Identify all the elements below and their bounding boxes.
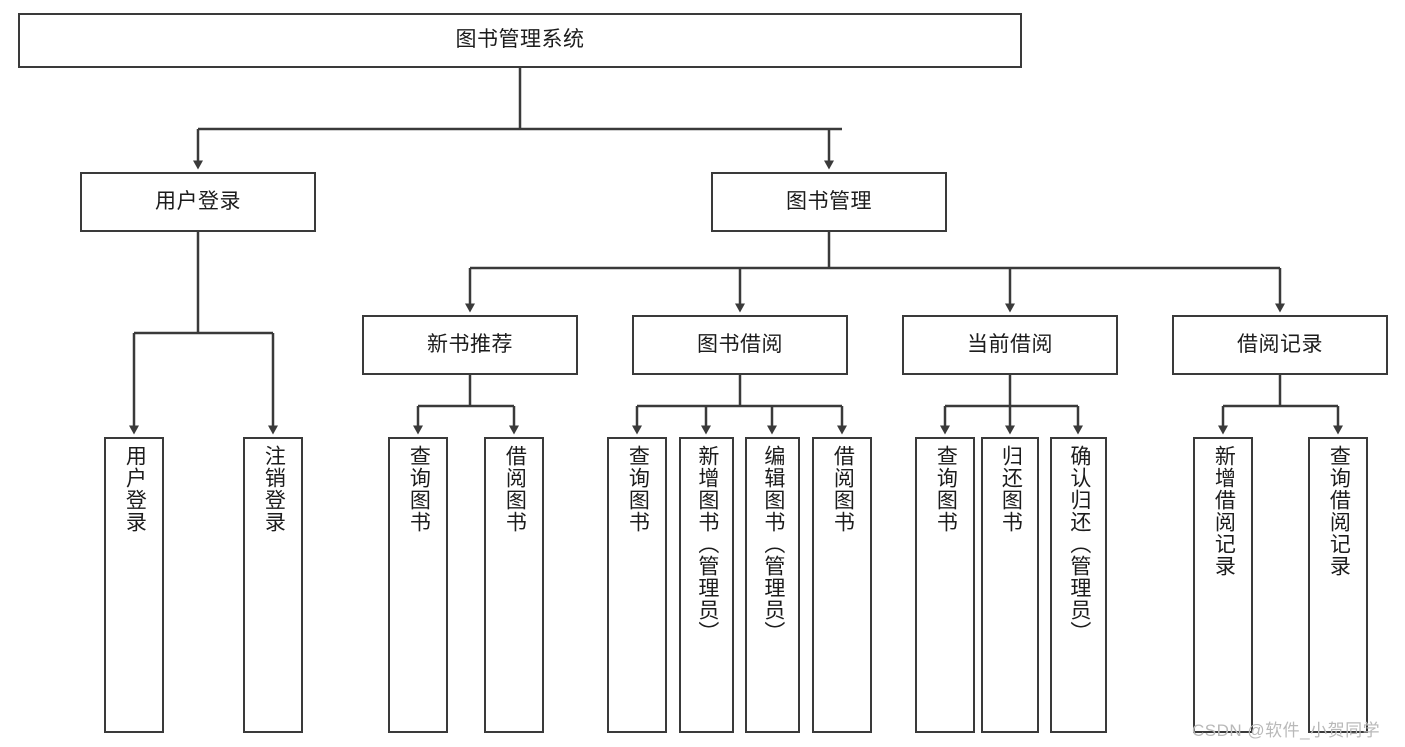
- node-leaf-query-book-1-label: 查询图书: [407, 445, 431, 533]
- node-leaf-edit-book-label: 编辑图书（管理员）: [761, 445, 785, 643]
- node-leaf-borrow-book-1[interactable]: 借阅图书: [484, 437, 544, 733]
- node-leaf-query-book-3-label: 查询图书: [934, 445, 958, 533]
- node-leaf-query-borrow-record-label: 查询借阅记录: [1327, 445, 1351, 577]
- node-borrow-record-label: 借阅记录: [1237, 332, 1323, 356]
- node-leaf-edit-book[interactable]: 编辑图书（管理员）: [745, 437, 800, 733]
- node-leaf-query-borrow-record[interactable]: 查询借阅记录: [1308, 437, 1368, 733]
- node-book-manage-label: 图书管理: [786, 189, 872, 213]
- watermark-text: CSDN @软件_小贺同学: [1192, 721, 1381, 740]
- node-leaf-confirm-return[interactable]: 确认归还（管理员）: [1050, 437, 1107, 733]
- node-current-borrow[interactable]: 当前借阅: [902, 315, 1118, 375]
- node-book-borrow[interactable]: 图书借阅: [632, 315, 848, 375]
- node-leaf-return-book-label: 归还图书: [999, 445, 1023, 533]
- node-user-login-label: 用户登录: [155, 189, 241, 213]
- node-leaf-borrow-book-2[interactable]: 借阅图书: [812, 437, 872, 733]
- node-current-borrow-label: 当前借阅: [967, 332, 1053, 356]
- node-leaf-user-login[interactable]: 用户登录: [104, 437, 164, 733]
- node-leaf-borrow-book-2-label: 借阅图书: [831, 445, 855, 533]
- node-leaf-add-book-label: 新增图书（管理员）: [695, 445, 719, 643]
- node-leaf-return-book[interactable]: 归还图书: [981, 437, 1039, 733]
- node-leaf-user-login-label: 用户登录: [123, 445, 147, 533]
- node-user-login[interactable]: 用户登录: [80, 172, 316, 232]
- node-leaf-add-borrow-record[interactable]: 新增借阅记录: [1193, 437, 1253, 733]
- node-leaf-user-logout[interactable]: 注销登录: [243, 437, 303, 733]
- node-root[interactable]: 图书管理系统: [18, 13, 1022, 68]
- node-root-label: 图书管理系统: [455, 28, 585, 52]
- node-leaf-add-borrow-record-label: 新增借阅记录: [1212, 445, 1236, 577]
- node-leaf-query-book-3[interactable]: 查询图书: [915, 437, 975, 733]
- node-leaf-query-book-1[interactable]: 查询图书: [388, 437, 448, 733]
- node-leaf-query-book-2-label: 查询图书: [626, 445, 650, 533]
- node-leaf-confirm-return-label: 确认归还（管理员）: [1067, 445, 1091, 643]
- node-leaf-borrow-book-1-label: 借阅图书: [503, 445, 527, 533]
- node-leaf-user-logout-label: 注销登录: [262, 445, 286, 533]
- node-new-book-recommend-label: 新书推荐: [427, 332, 513, 356]
- node-book-manage[interactable]: 图书管理: [711, 172, 947, 232]
- node-leaf-query-book-2[interactable]: 查询图书: [607, 437, 667, 733]
- node-new-book-recommend[interactable]: 新书推荐: [362, 315, 578, 375]
- node-book-borrow-label: 图书借阅: [697, 332, 783, 356]
- node-borrow-record[interactable]: 借阅记录: [1172, 315, 1388, 375]
- node-leaf-add-book[interactable]: 新增图书（管理员）: [679, 437, 734, 733]
